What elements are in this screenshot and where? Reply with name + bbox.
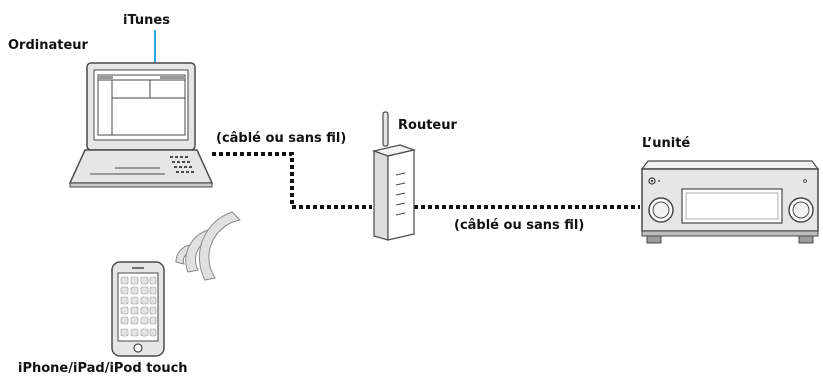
smartphone-icon — [111, 261, 165, 357]
router-label: Routeur — [398, 118, 457, 133]
computer-label: Ordinateur — [8, 38, 89, 53]
av-receiver-icon — [640, 160, 820, 244]
router-icon — [371, 111, 417, 241]
wireless-signal-icon — [175, 211, 242, 281]
mobile-label: iPhone/iPad/iPod touch — [18, 361, 188, 376]
wired-wireless-label-unit: (câblé ou sans fil) — [454, 218, 584, 233]
unit-label: L’unité — [642, 136, 690, 151]
wired-wireless-label-computer: (câblé ou sans fil) — [216, 131, 346, 146]
laptop-icon — [68, 62, 214, 188]
itunes-label: iTunes — [123, 13, 170, 28]
wired-connection-computer-router — [212, 152, 372, 209]
